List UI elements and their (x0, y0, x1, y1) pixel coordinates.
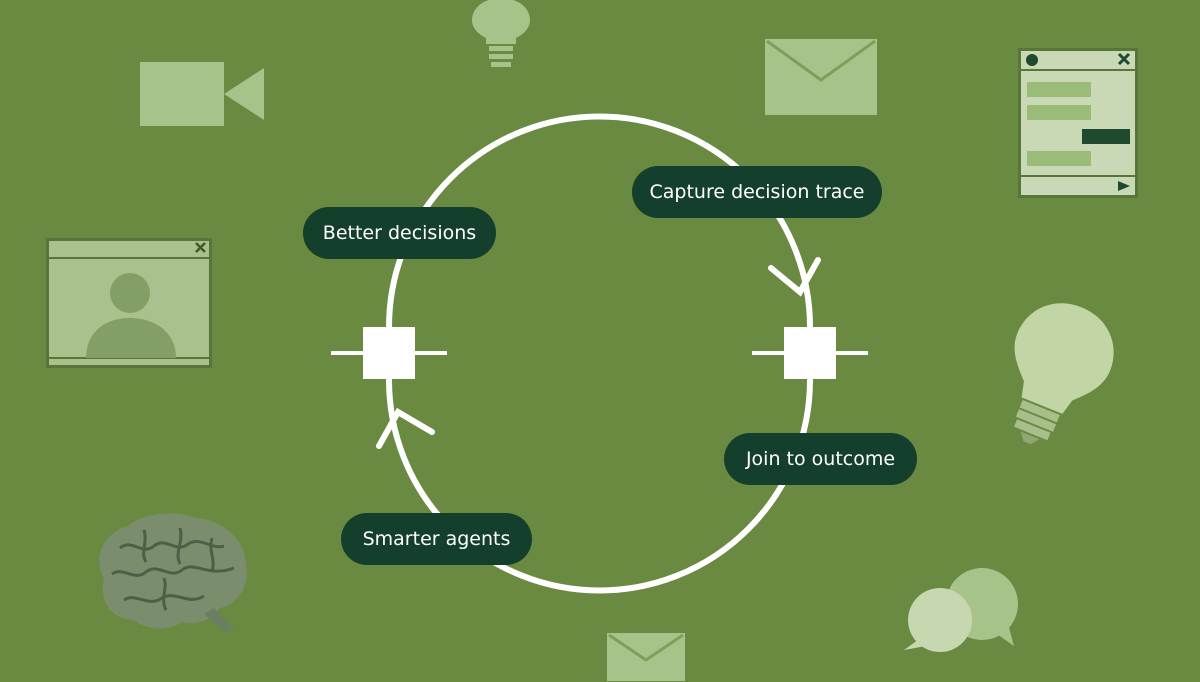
light-bulb-icon (1014, 303, 1114, 445)
chat-bubbles-icon (904, 568, 1018, 652)
step-capture-decision-trace: Capture decision trace (632, 166, 882, 218)
node-left (331, 327, 447, 379)
video-camera-icon (140, 62, 264, 126)
step-better-decisions: Better decisions (303, 207, 496, 259)
video-call-window-icon (46, 238, 212, 368)
light-bulb-icon (472, 0, 530, 67)
arrow-head-left (376, 407, 435, 449)
step-join-to-outcome: Join to outcome (724, 433, 917, 485)
node-right (752, 327, 868, 379)
arrow-head-right (768, 257, 821, 297)
step-smarter-agents: Smarter agents (341, 513, 532, 565)
chat-window-icon (1018, 48, 1138, 198)
envelope-icon (765, 39, 877, 115)
brain-icon (99, 513, 247, 632)
envelope-icon (607, 633, 685, 681)
